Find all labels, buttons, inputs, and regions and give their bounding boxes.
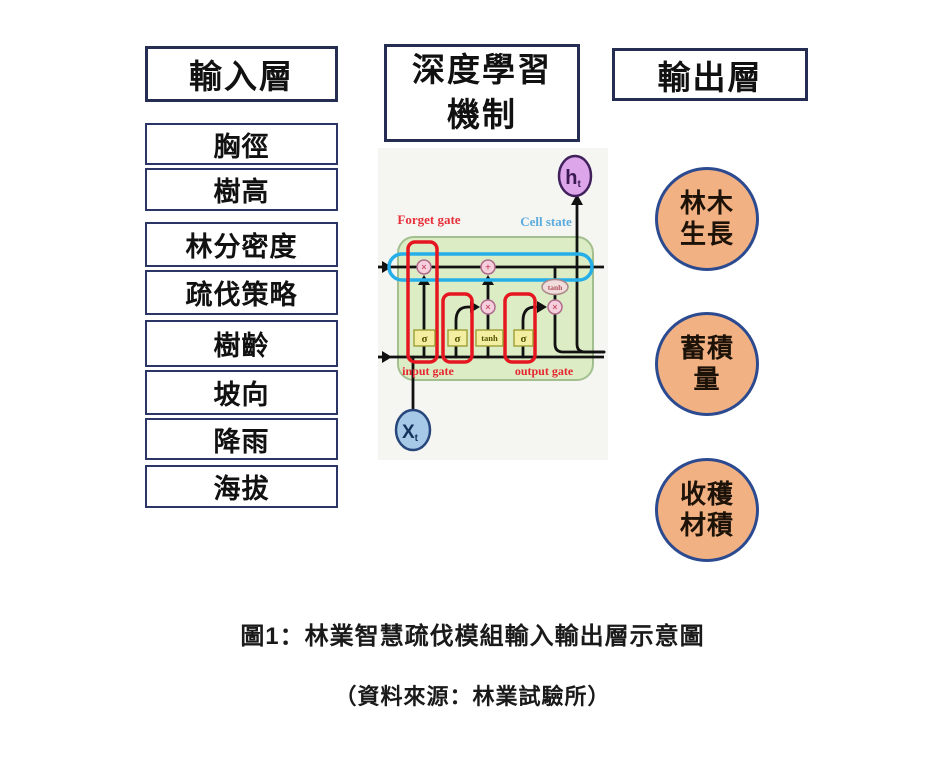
- output-layer-header: 輸出層: [612, 48, 808, 101]
- input-item-thinning-strategy: 疏伐策略: [145, 270, 338, 315]
- lstm-diagram: σ σ tanh σ tanh × + × × ht Xt Forget gat…: [378, 148, 608, 460]
- input-item-aspect: 坡向: [145, 370, 338, 415]
- input-gate-label: input gate: [402, 364, 454, 378]
- forget-gate-highlight: [406, 240, 439, 364]
- add-op: +: [485, 263, 491, 274]
- output-item-tree-growth: 林木 生長: [655, 167, 759, 271]
- lstm-signal-paths: [411, 202, 606, 413]
- ht-node-label: ht: [565, 167, 581, 190]
- figure-caption: 圖1：林業智慧疏伐模組輸入輸出層示意圖: [240, 623, 705, 650]
- ht-node: [557, 154, 593, 198]
- output-multiply-op: ×: [552, 303, 558, 314]
- output-item-harvest-volume: 收穫 材積: [655, 458, 759, 562]
- xt-node: [394, 408, 432, 452]
- output-mul-arrow: [537, 301, 547, 313]
- forget-gate-label: Forget gate: [397, 212, 460, 227]
- deep-learning-header: 深度學習 機制: [384, 44, 580, 142]
- forget-multiply-op: ×: [421, 263, 427, 274]
- sigma-3-label: σ: [521, 333, 527, 345]
- figure-source: （資料來源：林業試驗所）: [334, 684, 611, 709]
- cell-state-label: Cell state: [520, 214, 572, 229]
- output-gate-label: output gate: [515, 364, 574, 378]
- ht-arrow: [571, 194, 583, 205]
- activation-boxes: σ σ tanh σ: [413, 329, 534, 347]
- input-layer-header: 輸入層: [145, 46, 338, 102]
- input-item-rainfall: 降雨: [145, 418, 338, 460]
- input-item-tree-age: 樹齡: [145, 320, 338, 367]
- input-item-tree-height: 樹高: [145, 168, 338, 211]
- cell-state-in-arrow: [382, 261, 392, 273]
- output-item-growing-stock: 蓄積 量: [655, 312, 759, 416]
- cell-state-highlight: [387, 252, 594, 282]
- xt-node-label: Xt: [402, 422, 419, 444]
- input-gate-highlight: [441, 292, 474, 364]
- input-item-stand-density: 林分密度: [145, 222, 338, 267]
- operator-nodes: × + × ×: [416, 259, 563, 315]
- input-item-dbh: 胸徑: [145, 123, 338, 165]
- tanh-box-label: tanh: [481, 333, 498, 343]
- input-multiply-op: ×: [485, 303, 491, 314]
- input-item-elevation: 海拔: [145, 465, 338, 508]
- output-gate-highlight: [503, 292, 537, 364]
- sigma-2-label: σ: [455, 333, 461, 345]
- tanh-oval-label: tanh: [548, 283, 563, 292]
- sigma-1-label: σ: [422, 333, 428, 345]
- tanh-oval: [541, 278, 569, 296]
- input-line-arrow: [382, 351, 392, 363]
